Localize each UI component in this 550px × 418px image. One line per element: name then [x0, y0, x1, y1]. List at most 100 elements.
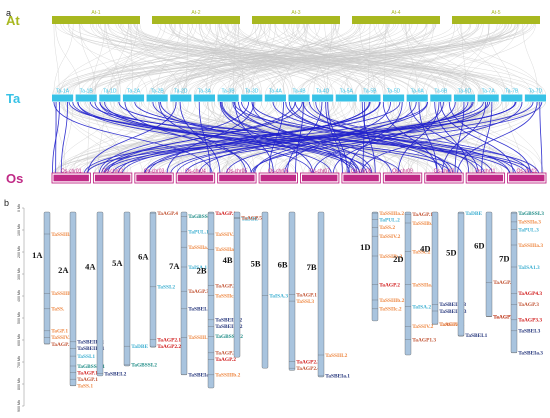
gene-label: TaSSIIIb.1 [51, 291, 76, 297]
synteny-link [440, 101, 514, 175]
chromosome-bar [69, 211, 77, 386]
panel-b-label: b [4, 198, 9, 208]
gene-label: TaAGP.4 [439, 322, 460, 328]
gene-label: TaSSIV.2 [215, 232, 236, 238]
axis-tick-label: 400 Mb [17, 290, 21, 302]
gene-label: TaAGP.1 [51, 342, 72, 348]
synteny-link [124, 101, 252, 175]
synteny-link [198, 23, 506, 95]
gene-label: TaSBEIIb.3 [439, 309, 467, 315]
synteny-link [395, 101, 451, 175]
synteny-link [296, 23, 363, 95]
synteny-link [63, 23, 376, 95]
synteny-link [206, 23, 448, 95]
gene-label: TaAGP3.3 [518, 318, 542, 324]
chromosome-block-ta-5a: Ta-5A [335, 89, 357, 102]
gene-label: TaSSI.1 [77, 354, 95, 360]
chromosome-block-ta-6b: Ta-6B [430, 89, 452, 102]
chromosome-label: Ta-2A [127, 89, 141, 95]
gene-label: TaAGP2.3 [296, 359, 320, 365]
synteny-link [220, 101, 351, 175]
synteny-link [52, 23, 301, 95]
gene-label: TaSSIIIb.2 [439, 322, 464, 328]
synteny-link [334, 23, 397, 95]
chromosome-1d: 1DTaSSIIIa.2TaPUL.2TaSS.2TaSSIV.2TaSSIIb… [360, 211, 405, 322]
gene-label: TaISA1.3 [518, 265, 540, 271]
synteny-link [128, 23, 459, 95]
chromosome-block-os-chr10: Os-chr10 [424, 169, 464, 184]
synteny-link [250, 101, 543, 175]
axis-tick-label: 500 Mb [17, 312, 21, 324]
gene-label: TaSSI.2 [157, 285, 175, 291]
synteny-link [60, 101, 69, 175]
chromosome-block-os-chr08: Os-chr08 [341, 169, 381, 184]
gene-label: TaSSIV.2 [412, 324, 433, 330]
chromosome-block-ta-6d: Ta-6D [453, 89, 476, 102]
synteny-link [155, 101, 185, 175]
synteny-link [164, 23, 472, 95]
synteny-link [95, 23, 229, 95]
synteny-link [386, 23, 440, 95]
gene-label: TaAGP.4 [157, 211, 178, 217]
gene-label: TaDBE [131, 344, 148, 350]
gene-label: TaSS. [51, 307, 65, 313]
chromosome-name: 4B [223, 255, 233, 265]
axis-tick-label: 900 Mb [17, 400, 21, 412]
synteny-link [105, 23, 121, 95]
synteny-link [233, 23, 236, 95]
gene-label: TaSSIIc.2 [379, 307, 402, 313]
chromosome-block-os-chr03: Os-chr03 [134, 169, 174, 184]
gene-label: TaAGP.2 [379, 282, 400, 288]
gene-label: TaAGP.2 [215, 284, 236, 290]
chromosome-name: 4D [420, 243, 430, 253]
gene-label: TaGBSSI.3 [518, 211, 544, 217]
synteny-link [99, 101, 361, 175]
synteny-link [323, 101, 380, 175]
gene-label: TaAGP2.5 [493, 314, 517, 320]
gene-label: TaSSIIa.3 [518, 220, 541, 226]
gene-label: TaAGP.1 [77, 377, 98, 383]
synteny-link [434, 101, 470, 175]
chromosome-label: Os-chr09 [392, 169, 413, 175]
chromosome-block-ta-5b: Ta-5B [359, 89, 381, 102]
synteny-link [220, 101, 460, 175]
gene-label: TaSSIIIa.1 [51, 232, 76, 238]
gene-label: TaAGP.3 [518, 302, 539, 308]
synteny-link [82, 101, 278, 175]
synteny-link [254, 101, 417, 175]
gene-label: TaSBEIa.3 [518, 351, 543, 357]
synteny-link [60, 23, 326, 95]
gene-label: TaAGP.1 [296, 292, 317, 298]
gene-label: TaSSIIIb.2 [379, 298, 404, 304]
synteny-link [121, 101, 428, 175]
gene-label: TaAGP.1 [77, 370, 98, 376]
chromosome-block-os-chr12: Os-chr12 [507, 169, 547, 184]
synteny-link [539, 101, 543, 175]
chromosome-label: Ta-3D [245, 89, 259, 95]
synteny-link [183, 23, 230, 95]
gene-label: TaSBEI.1 [188, 307, 210, 313]
gene-label: TaSS.2 [379, 225, 395, 231]
gene-label: TaDBE [465, 211, 482, 217]
gene-label: TaAGP1.3 [412, 337, 436, 343]
chromosome-2a: 2ATaSBEIIa.1TaSBEIIb.1TaSSI.1TaGBSSII.1T… [58, 211, 105, 390]
chromosome-label: Ta-2B [151, 89, 165, 95]
synteny-link [118, 23, 138, 95]
gene-label: TaAGP2.4 [296, 366, 320, 372]
axis-tick-label: 600 Mb [17, 334, 21, 346]
synteny-link [403, 23, 544, 95]
chromosome-block-ta-1d: Ta-1D [99, 89, 121, 102]
synteny-link [387, 101, 520, 175]
synteny-link [225, 23, 511, 95]
gene-label: TaSBEIIb.2 [215, 324, 243, 330]
synteny-link [268, 23, 483, 95]
synteny-link [233, 101, 540, 175]
panel-a-label: a [6, 8, 11, 18]
chromosome-block-ta-5d: Ta-5D [383, 89, 405, 102]
synteny-link [268, 23, 470, 95]
synteny-link [156, 23, 181, 95]
